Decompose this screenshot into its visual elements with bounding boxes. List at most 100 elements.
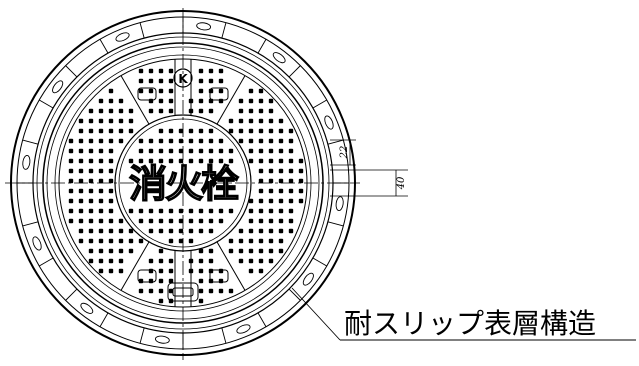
anti-slip-dot: [118, 118, 124, 124]
anti-slip-dot: [258, 118, 264, 124]
anti-slip-dot: [248, 218, 254, 224]
anti-slip-dot: [198, 98, 204, 104]
frame-slot: [324, 115, 334, 130]
dimension-lower: 40: [396, 176, 407, 190]
anti-slip-dot: [278, 188, 284, 194]
anti-slip-dot: [98, 258, 104, 264]
anti-slip-dot: [158, 138, 164, 144]
anti-slip-dot: [78, 218, 84, 224]
anti-slip-dot: [168, 88, 174, 94]
anti-slip-dot: [258, 128, 264, 134]
anti-slip-dot: [268, 238, 274, 244]
anti-slip-dot: [268, 168, 274, 174]
anti-slip-dot: [238, 128, 244, 134]
anti-slip-dot: [148, 228, 154, 234]
anti-slip-dot: [168, 268, 174, 274]
anti-slip-dot: [248, 258, 254, 264]
anti-slip-dot: [68, 158, 74, 164]
anti-slip-dot: [98, 98, 104, 104]
anti-slip-dot: [158, 278, 164, 284]
anti-slip-dot: [108, 108, 114, 114]
anti-slip-dot: [218, 278, 224, 284]
anti-slip-dot: [298, 198, 304, 204]
anti-slip-dot: [98, 128, 104, 134]
anti-slip-dot: [198, 298, 204, 304]
anti-slip-dot: [228, 288, 234, 294]
anti-slip-dot: [158, 148, 164, 154]
anti-slip-dot: [248, 88, 254, 94]
anti-slip-dot: [248, 238, 254, 244]
anti-slip-dot: [88, 238, 94, 244]
frame-slot: [115, 32, 130, 42]
anti-slip-dot: [238, 238, 244, 244]
anti-slip-dot: [268, 178, 274, 184]
anti-slip-dot: [148, 98, 154, 104]
anti-slip-dot: [168, 138, 174, 144]
anti-slip-dot: [148, 288, 154, 294]
anti-slip-dot: [178, 228, 184, 234]
anti-slip-dot: [88, 168, 94, 174]
anti-slip-dot: [128, 238, 134, 244]
anti-slip-dot: [88, 208, 94, 214]
anti-slip-dot: [198, 108, 204, 114]
anti-slip-dot: [118, 218, 124, 224]
cover-spoke: [216, 241, 246, 291]
anti-slip-dot: [98, 138, 104, 144]
anti-slip-dot: [258, 178, 264, 184]
anti-slip-dot: [108, 118, 114, 124]
anti-slip-dot: [168, 258, 174, 264]
frame-rib: [22, 139, 39, 145]
anti-slip-dot: [268, 198, 274, 204]
anti-slip-dot: [178, 128, 184, 134]
anti-slip-dot: [158, 158, 164, 164]
anti-slip-dot: [78, 148, 84, 154]
anti-slip-dot: [188, 138, 194, 144]
anti-slip-dot: [228, 208, 234, 214]
anti-slip-dot: [268, 158, 274, 164]
anti-slip-dot: [128, 228, 134, 234]
anti-slip-dot: [258, 218, 264, 224]
frame-rib: [39, 257, 54, 267]
anti-slip-dot: [268, 148, 274, 154]
frame-rib: [39, 99, 54, 109]
anti-slip-dot: [218, 218, 224, 224]
anti-slip-dot: [288, 168, 294, 174]
anti-slip-dot: [218, 98, 224, 104]
anti-slip-dot: [98, 208, 104, 214]
anti-slip-dot: [218, 208, 224, 214]
anti-slip-dot: [188, 238, 194, 244]
anti-slip-dot: [168, 98, 174, 104]
anti-slip-dot: [98, 248, 104, 254]
frame-slot: [335, 196, 344, 212]
frame-rib: [257, 39, 267, 54]
anti-slip-dot: [218, 68, 224, 74]
anti-slip-dot: [248, 108, 254, 114]
anti-slip-dot: [248, 128, 254, 134]
anti-slip-dot: [148, 68, 154, 74]
anti-slip-dot: [148, 278, 154, 284]
anti-slip-dot: [138, 288, 144, 294]
anti-slip-dot: [148, 158, 154, 164]
anti-slip-dot: [268, 128, 274, 134]
anti-slip-dot: [208, 68, 214, 74]
anti-slip-dot: [238, 258, 244, 264]
anti-slip-dot: [258, 198, 264, 204]
anti-slip-dot: [138, 158, 144, 164]
anti-slip-dot: [198, 148, 204, 154]
anti-slip-dot: [208, 78, 214, 84]
anti-slip-dot: [248, 198, 254, 204]
anti-slip-dot: [98, 268, 104, 274]
anti-slip-dot: [168, 238, 174, 244]
anti-slip-dot: [68, 168, 74, 174]
anti-slip-dot: [108, 158, 114, 164]
anti-slip-dot: [198, 88, 204, 94]
anti-slip-dot: [108, 198, 114, 204]
frame-slot: [272, 52, 286, 64]
anti-slip-dot: [88, 138, 94, 144]
anti-slip-dot: [168, 218, 174, 224]
anti-slip-dot: [88, 178, 94, 184]
anti-slip-dot: [168, 128, 174, 134]
top-mark: K: [173, 68, 193, 88]
anti-slip-dot: [238, 98, 244, 104]
